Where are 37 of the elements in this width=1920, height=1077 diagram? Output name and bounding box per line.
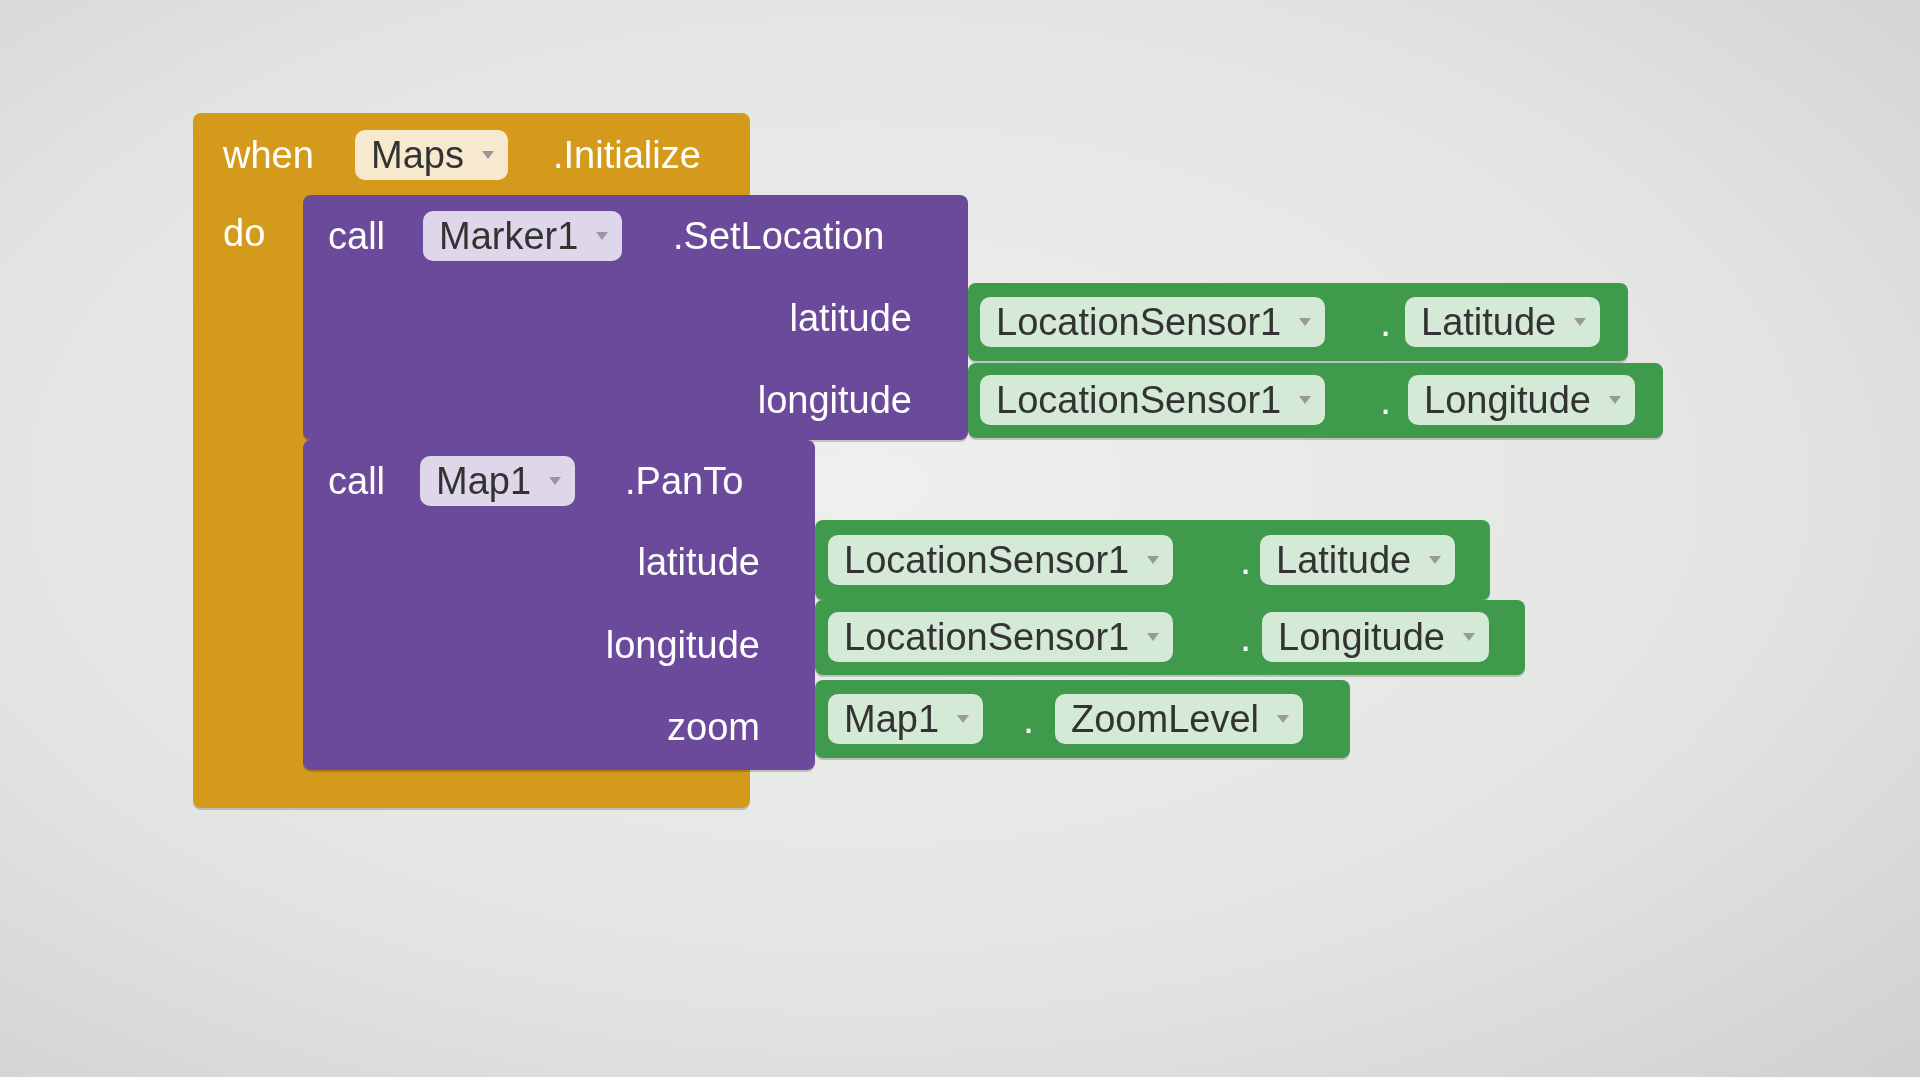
keyword-label: when xyxy=(223,133,314,178)
dot-separator: . xyxy=(1240,614,1252,661)
property-getter-block xyxy=(968,363,1663,438)
parameter-label: zoom xyxy=(667,705,760,750)
keyword-label: call xyxy=(328,459,386,504)
dropdown: LocationSensor1 xyxy=(828,535,1174,585)
keyword-label: .Initialize xyxy=(553,133,701,178)
keyword-label: .SetLocation xyxy=(673,214,885,259)
property-getter-block xyxy=(815,600,1525,675)
dropdown: Map1 xyxy=(420,456,576,506)
method-call-block xyxy=(303,440,815,770)
dropdown: Latitude xyxy=(1260,535,1456,585)
property-getter-block xyxy=(815,520,1490,600)
dot-separator: . xyxy=(1240,537,1252,584)
keyword-label: do xyxy=(223,211,266,256)
parameter-label: longitude xyxy=(605,623,760,668)
keyword-label: call xyxy=(328,214,386,259)
method-call-block xyxy=(303,195,968,440)
dropdown: Map1 xyxy=(828,694,984,744)
dropdown: Latitude xyxy=(1405,297,1601,347)
property-getter-block xyxy=(815,680,1350,758)
dropdown: Longitude xyxy=(1262,612,1489,662)
dropdown: LocationSensor1 xyxy=(980,297,1326,347)
keyword-label: .PanTo xyxy=(625,459,744,504)
dot-separator: . xyxy=(1023,696,1035,743)
dropdown: LocationSensor1 xyxy=(828,612,1174,662)
parameter-label: latitude xyxy=(637,540,760,585)
dropdown: LocationSensor1 xyxy=(980,375,1326,425)
dropdown: Longitude xyxy=(1408,375,1635,425)
dot-separator: . xyxy=(1380,377,1392,424)
dropdown: Maps xyxy=(355,130,508,180)
parameter-label: longitude xyxy=(757,378,912,423)
property-getter-block xyxy=(968,283,1628,361)
dropdown: Marker1 xyxy=(423,211,623,261)
parameter-label: latitude xyxy=(789,296,912,341)
dot-separator: . xyxy=(1380,299,1392,346)
dropdown: ZoomLevel xyxy=(1055,694,1303,744)
